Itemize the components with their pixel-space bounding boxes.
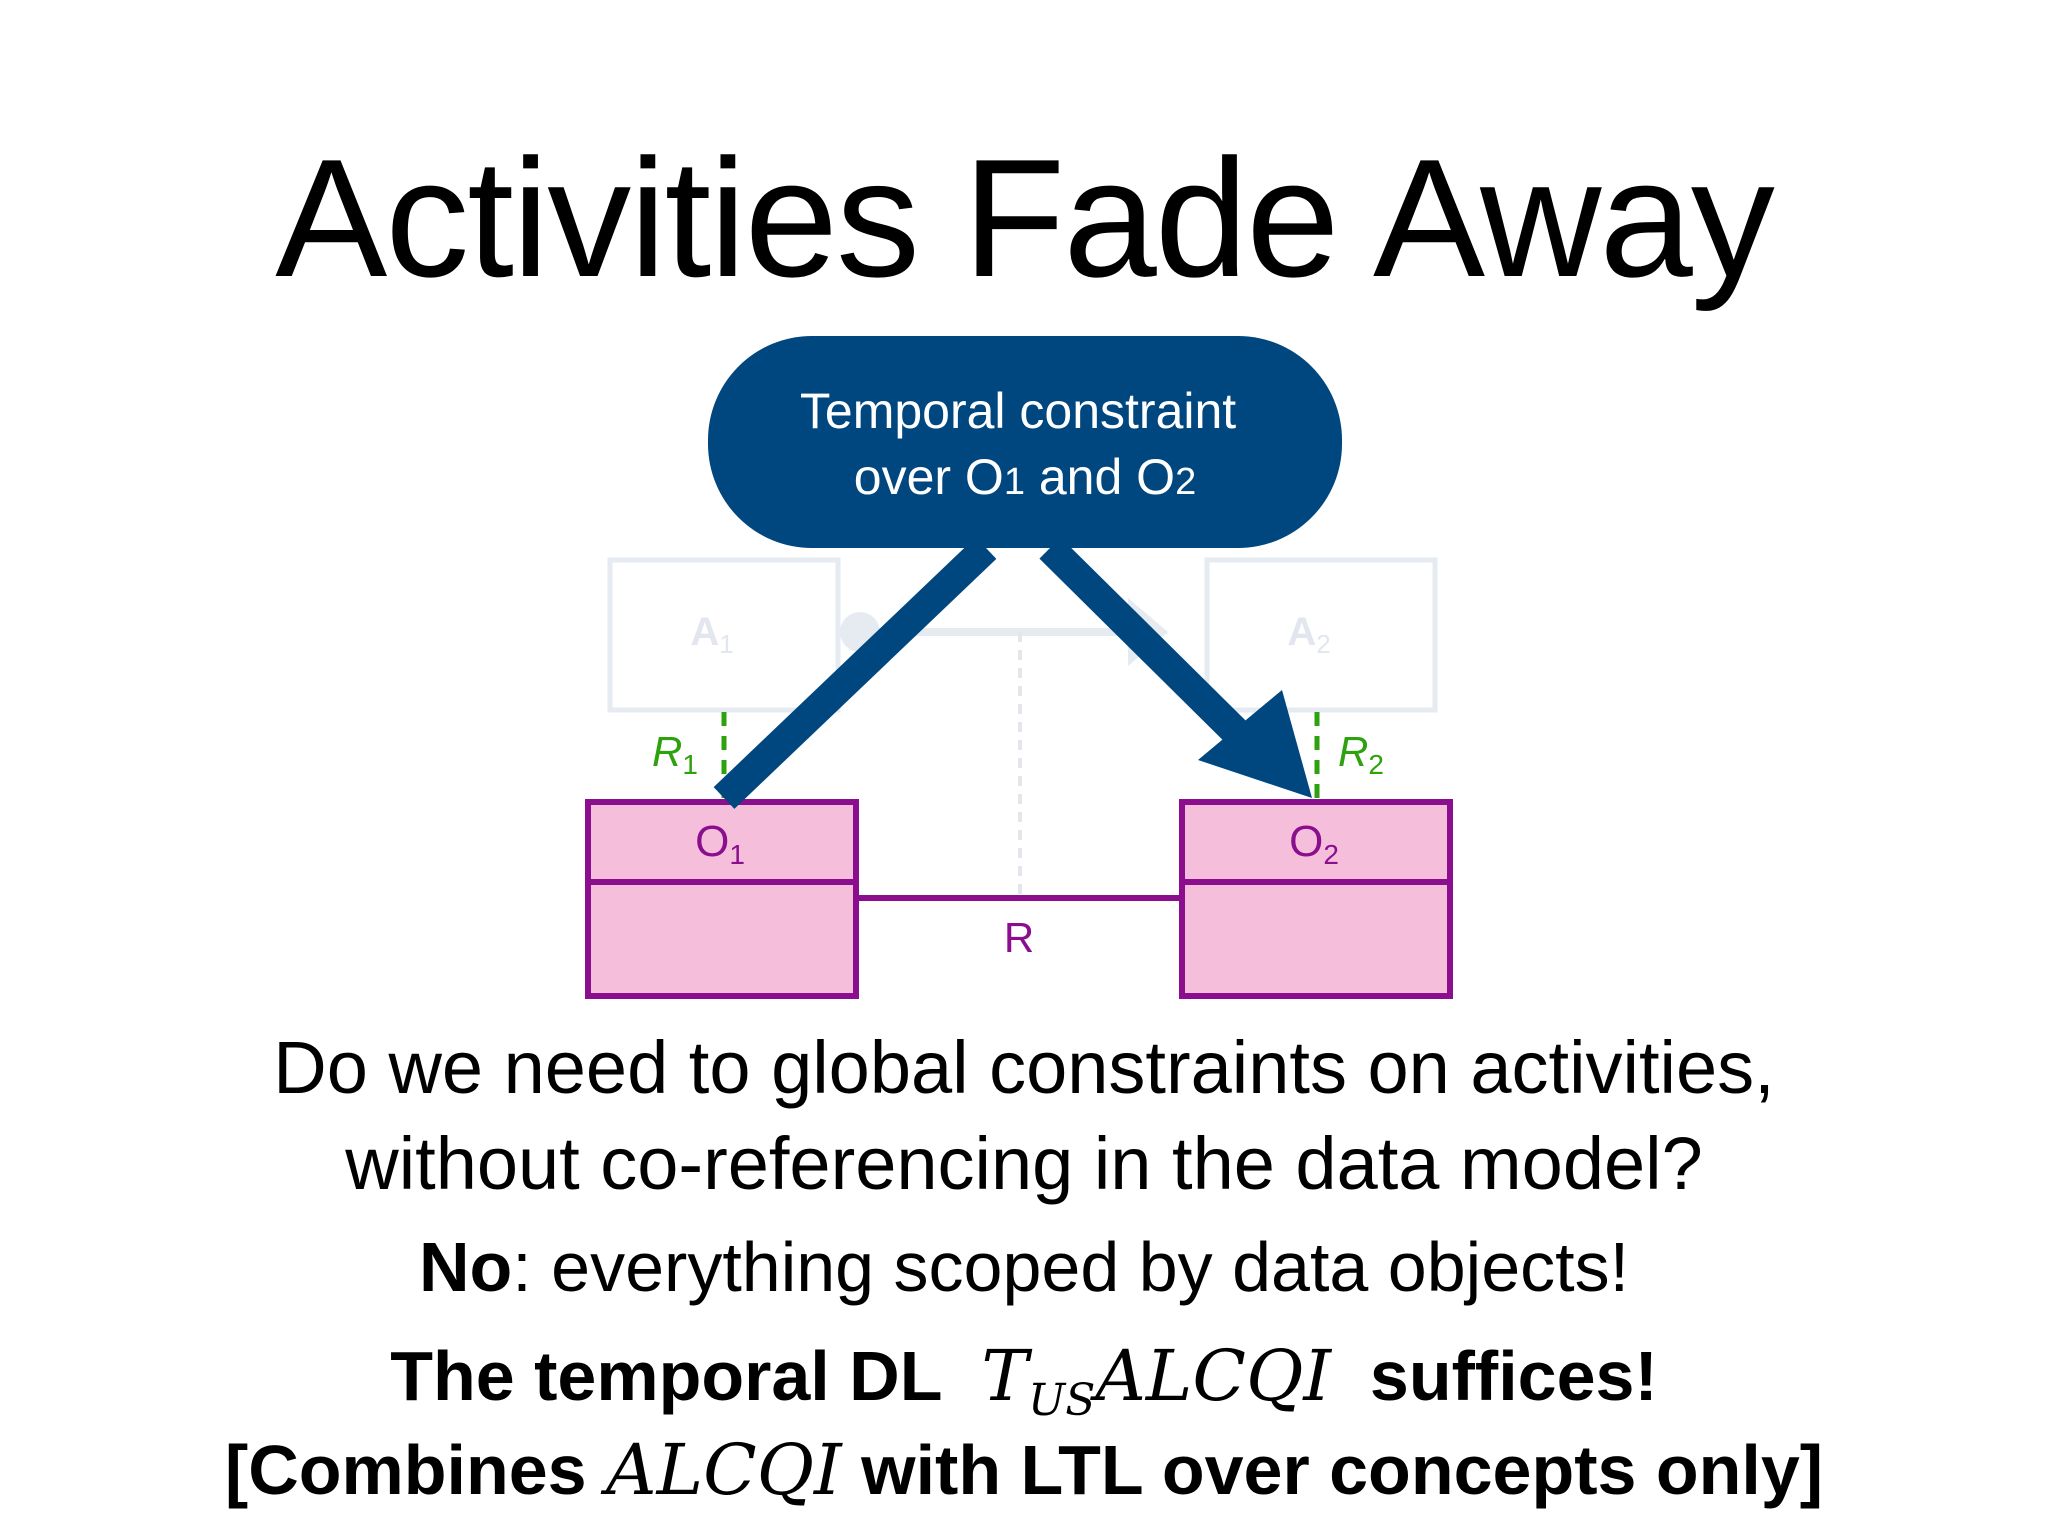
dl-logic-symbol: TUSALCQI bbox=[981, 1335, 1331, 1426]
object-label-o1: O1 bbox=[695, 817, 745, 870]
activity-box-a1 bbox=[607, 557, 841, 713]
activity-label-a2: A2 bbox=[1287, 610, 1330, 659]
answer-no: No bbox=[418, 1228, 513, 1306]
answer-rest: : everything scoped by data objects! bbox=[512, 1228, 1630, 1306]
question-line-2: without co-referencing in the data model… bbox=[345, 1122, 1703, 1205]
constraint-arrow-right bbox=[1039, 537, 1253, 749]
role-label-r2: R2 bbox=[1338, 728, 1384, 780]
slide-title: Activities Fade Away bbox=[275, 124, 1775, 312]
dl-suffix: suffices! bbox=[1369, 1337, 1658, 1415]
question-text: Do we need to global constraints on acti… bbox=[0, 1020, 2048, 1212]
combines-logic-symbol: ALCQI bbox=[606, 1429, 842, 1511]
relation-label-r: R bbox=[1004, 914, 1034, 961]
answer-text: No: everything scoped by data objects! bbox=[0, 1222, 2048, 1312]
role-label-r1: R1 bbox=[652, 728, 698, 780]
question-line-1: Do we need to global constraints on acti… bbox=[273, 1026, 1775, 1109]
combines-statement: [Combines ALCQI with LTL over concepts o… bbox=[0, 1424, 2048, 1516]
combines-suffix: with LTL over concepts only] bbox=[861, 1431, 1824, 1509]
object-box-o1: O1 bbox=[585, 799, 859, 999]
constraint-arrowhead bbox=[1198, 690, 1312, 798]
activity-label-a1: A1 bbox=[690, 610, 733, 659]
dl-statement: The temporal DL TUSALCQI suffices! bbox=[0, 1330, 2048, 1447]
callout-text: Temporal constraint over O1 and O2 bbox=[800, 383, 1250, 505]
object-box-o2: O2 bbox=[1179, 799, 1453, 999]
constraint-arrow-left bbox=[713, 537, 997, 809]
activity-box-a2 bbox=[1204, 557, 1438, 713]
callout-bubble bbox=[708, 336, 1342, 548]
dl-prefix: The temporal DL bbox=[390, 1337, 943, 1415]
object-label-o2: O2 bbox=[1289, 817, 1339, 870]
combines-prefix: [Combines bbox=[224, 1431, 587, 1509]
